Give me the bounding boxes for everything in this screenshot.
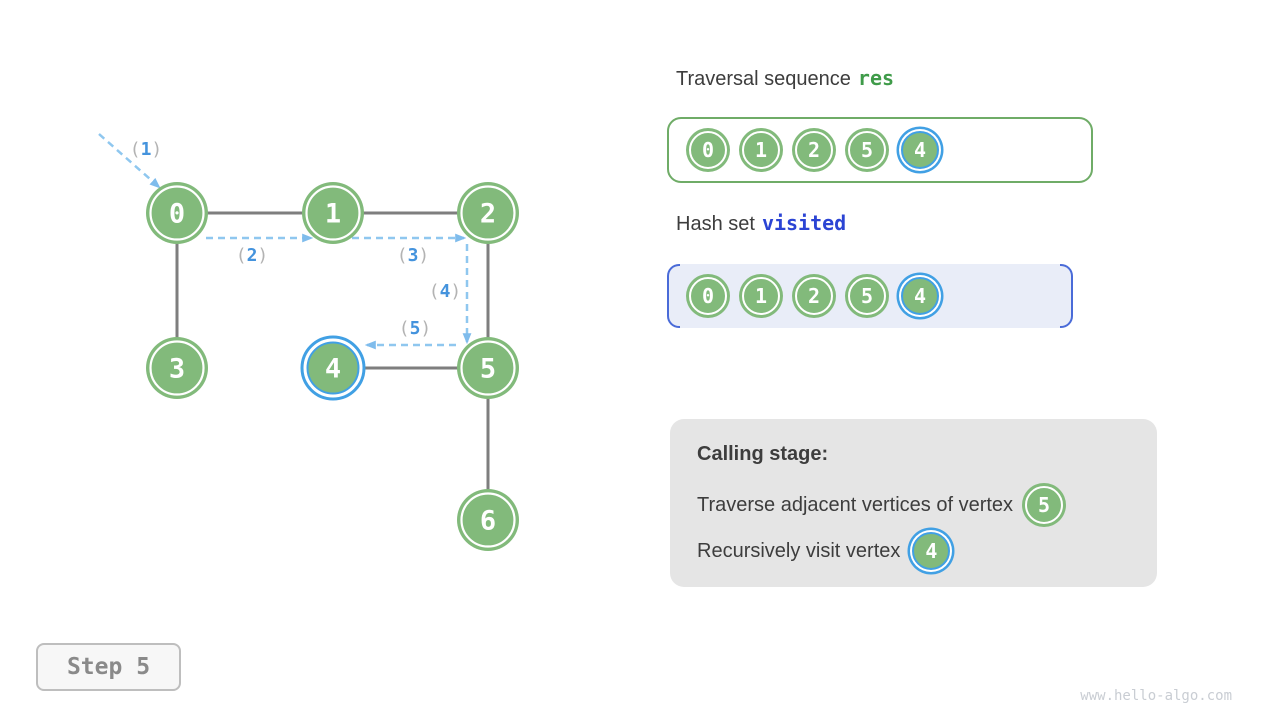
visited-variable-name: visited: [761, 211, 847, 235]
res-panel-title: Traversal sequence res: [676, 66, 894, 91]
node-chip-1: 1: [742, 277, 780, 315]
graph-vertex-1: 1: [302, 182, 364, 244]
node-chip-4: 4: [901, 277, 939, 315]
node-chip-5: 5: [1025, 486, 1064, 524]
node-chip-0: 0: [689, 277, 727, 315]
vertex-label: 5: [480, 354, 496, 385]
node-chip-5: 5: [848, 277, 886, 315]
graph-vertex-0: 0: [146, 182, 208, 244]
watermark: www.hello-algo.com: [1080, 688, 1232, 704]
arrow-step-label-3: (3): [397, 245, 430, 266]
graph-vertex-5: 5: [457, 337, 519, 399]
arrow-step-label-4: (4): [429, 281, 462, 302]
calling-stage-row-text: Recursively visit vertex: [697, 539, 901, 562]
node-chip-0: 0: [689, 131, 727, 169]
res-title-text: Traversal sequence: [676, 68, 851, 90]
hashset-right-bracket: [1060, 264, 1073, 328]
graph-vertex-2: 2: [457, 182, 519, 244]
hashset-left-bracket: [667, 264, 680, 328]
node-chip-1: 1: [742, 131, 780, 169]
vertex-inner-ring: [149, 185, 205, 241]
vertex-label: 2: [480, 199, 496, 230]
vertex-circle: [302, 182, 364, 244]
graph-vertex-3: 3: [146, 337, 208, 399]
calling-stage-row: Traverse adjacent vertices of vertex 5: [697, 482, 1131, 528]
vertex-circle: [457, 337, 519, 399]
node-chip-4: 4: [901, 131, 939, 169]
calling-stage-row: Recursively visit vertex 4: [697, 528, 1131, 574]
calling-stage-box: Calling stage: Traverse adjacent vertice…: [670, 419, 1157, 587]
calling-stage-row-text: Traverse adjacent vertices of vertex: [697, 493, 1014, 516]
vertex-circle: [146, 182, 208, 244]
vertex-inner-ring: [460, 185, 516, 241]
arrow-step-label-5: (5): [399, 318, 432, 339]
arrow-step-label-2: (2): [236, 245, 269, 266]
calling-stage-title: Calling stage:: [697, 443, 829, 465]
node-chip-2: 2: [795, 131, 833, 169]
vertex-circle: [457, 182, 519, 244]
visited-panel-title: Hash set visited: [676, 211, 846, 236]
vertex-circle: [146, 337, 208, 399]
node-chip-5: 5: [848, 131, 886, 169]
graph-vertex-4: 4: [300, 335, 366, 401]
vertex-label: 1: [325, 199, 341, 230]
step-indicator: Step 5: [36, 643, 181, 691]
vertex-inner-ring: [460, 340, 516, 396]
visited-title-text: Hash set: [676, 213, 755, 235]
vertex-label: 6: [480, 506, 496, 537]
vertex-circle: [457, 489, 519, 551]
arrow-step-label-1: (1): [130, 139, 163, 160]
node-chip-4: 4: [912, 532, 951, 570]
graph-vertex-6: 6: [457, 489, 519, 551]
vertex-label: 3: [169, 354, 185, 385]
graph-svg: (1) (2) (3) (4) (5) 0 1 2 3 4 5 6: [98, 133, 519, 551]
vertex-label: 0: [169, 199, 185, 230]
vertex-circle: [306, 341, 360, 395]
res-variable-name: res: [857, 66, 895, 90]
vertex-inner-ring: [305, 185, 361, 241]
vertex-inner-ring: [460, 492, 516, 548]
traversal-arrow-1: [98, 133, 161, 189]
vertex-inner-ring: [149, 340, 205, 396]
node-chip-2: 2: [795, 277, 833, 315]
vertex-label: 4: [325, 354, 341, 385]
